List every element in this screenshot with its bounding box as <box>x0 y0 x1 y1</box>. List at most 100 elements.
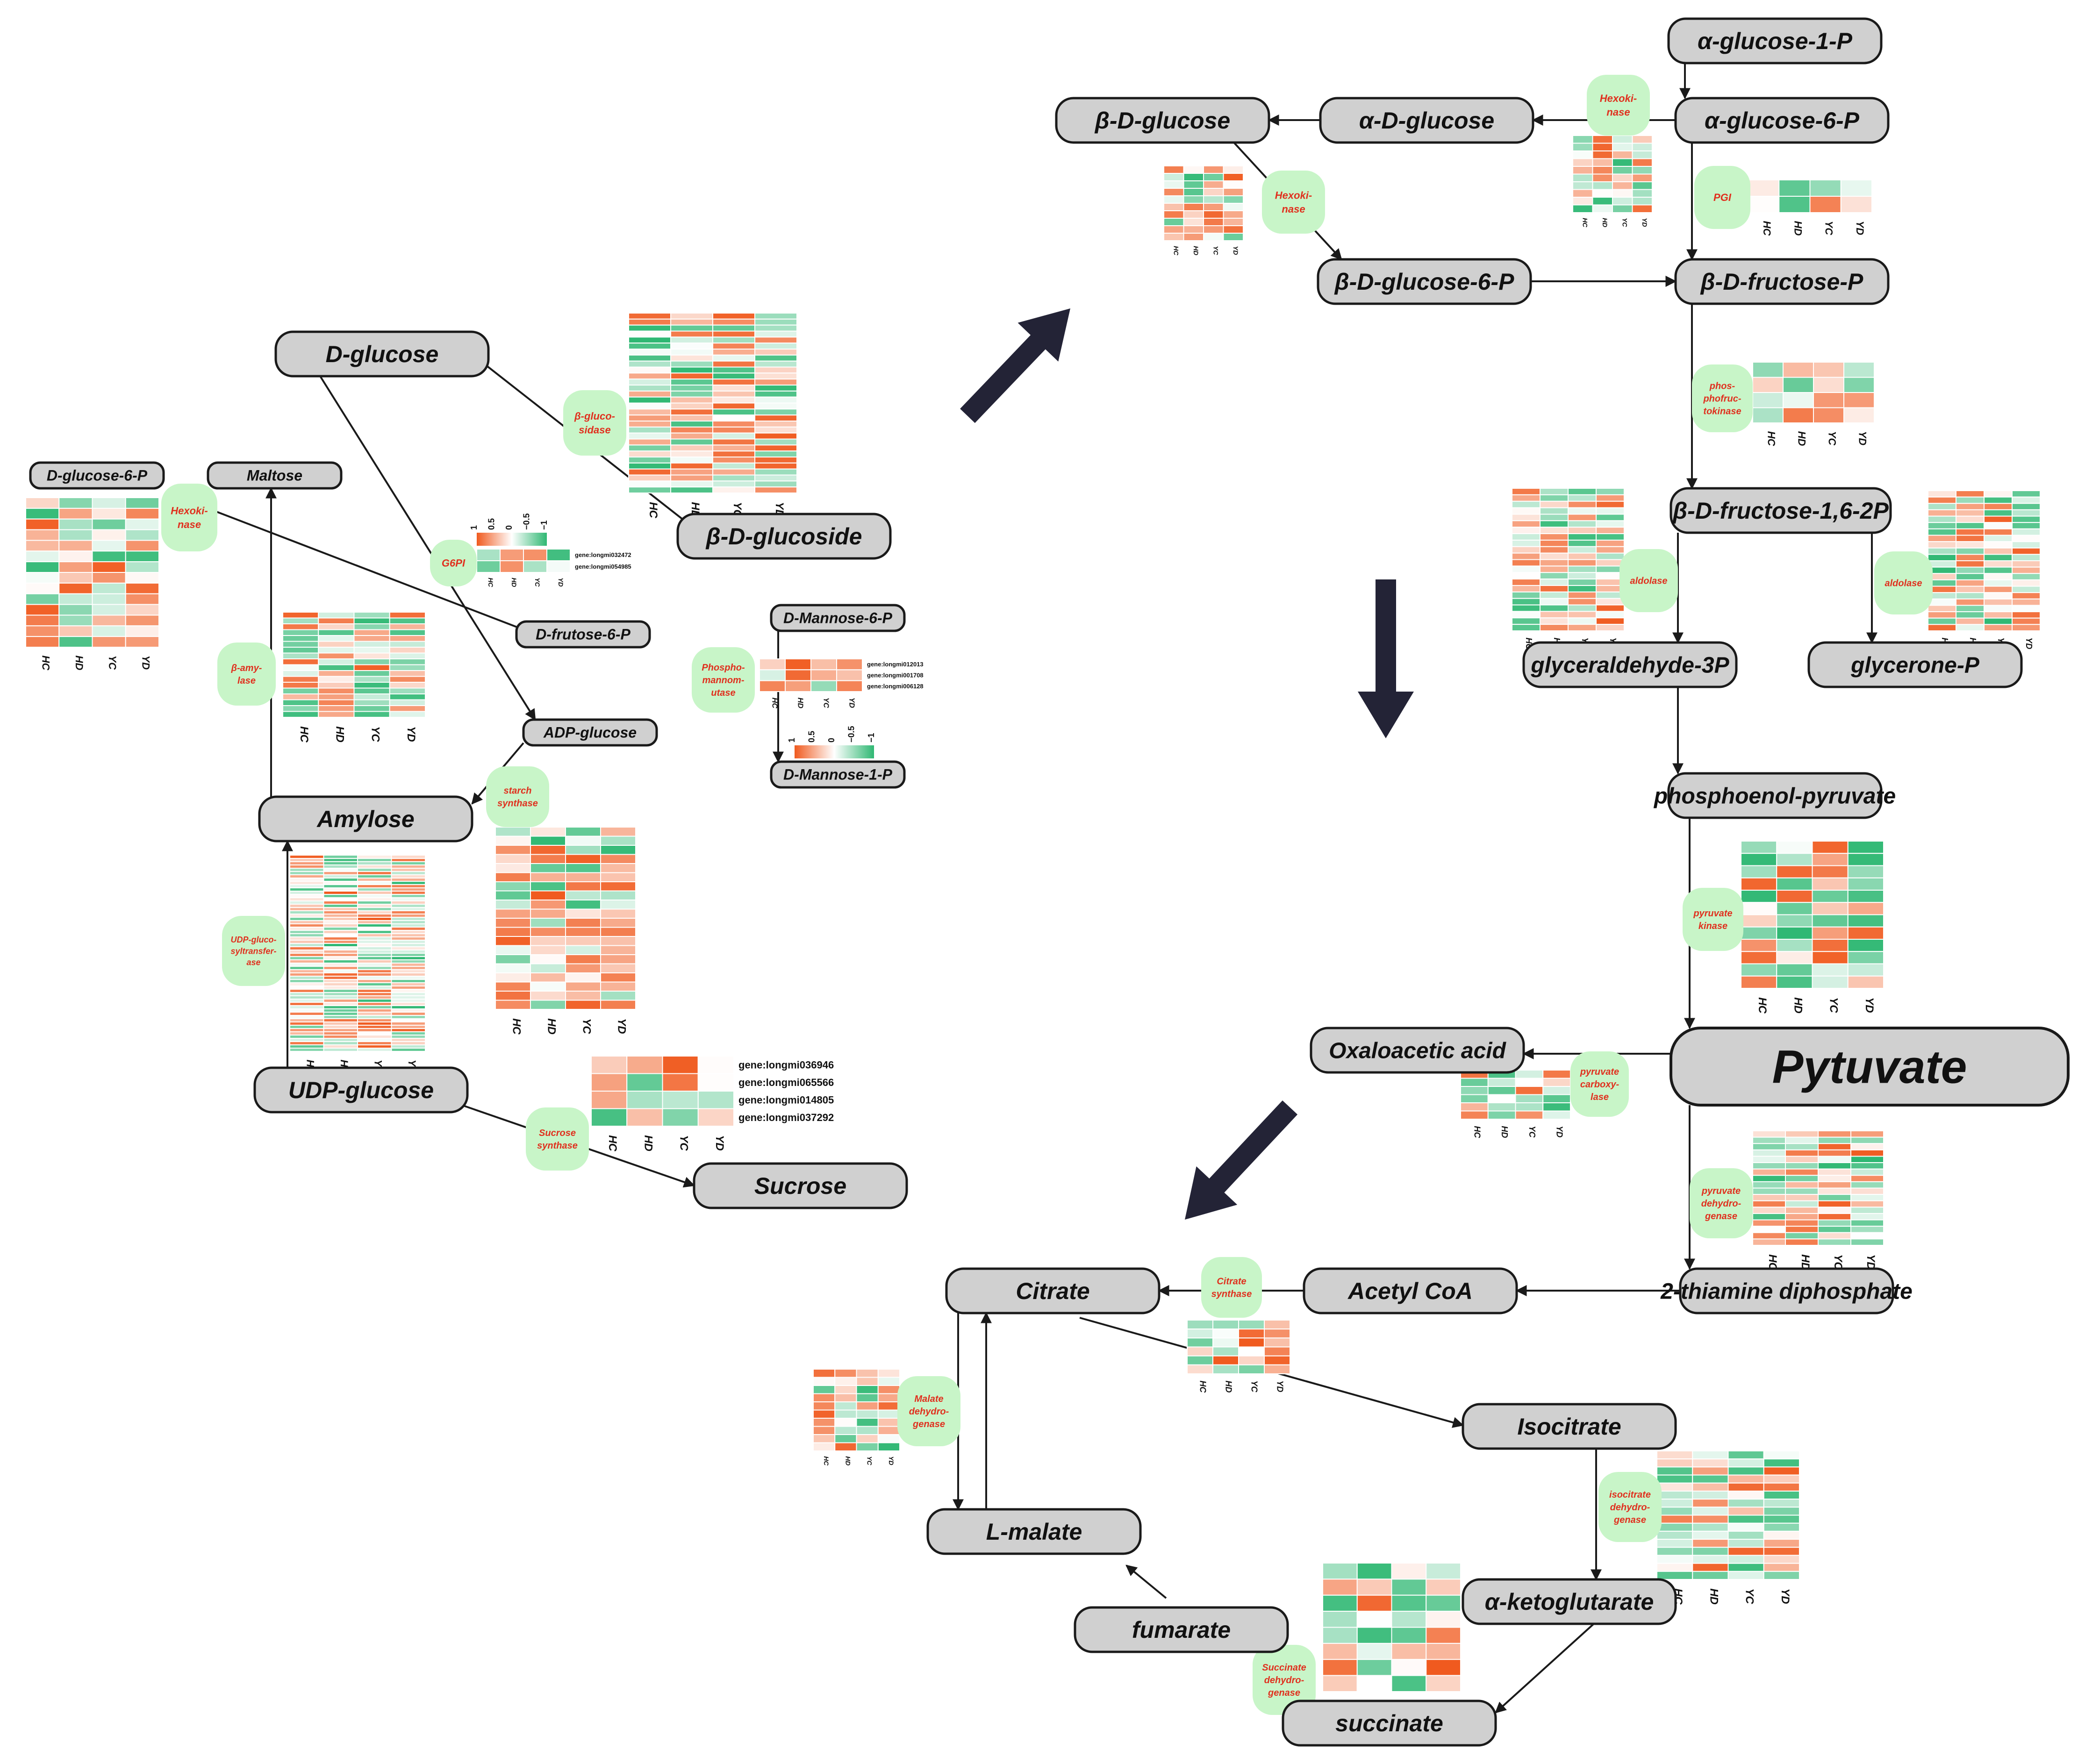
heatmap-cell <box>391 887 426 892</box>
heatmap-cell <box>323 953 358 957</box>
heatmap-cell <box>1596 514 1625 521</box>
heatmap-cell <box>318 617 355 624</box>
heatmap-cell <box>289 1012 324 1016</box>
heatmap-column-label: HD <box>796 698 804 709</box>
heatmap-cell <box>1568 552 1597 560</box>
node-label: Amylose <box>316 806 414 832</box>
heatmap-cell <box>1818 1187 1851 1195</box>
heatmap-cell <box>754 462 797 470</box>
heatmap-cell <box>125 518 159 530</box>
heatmap-cell <box>834 1393 857 1402</box>
heatmap-cell <box>2012 547 2041 555</box>
heatmap-cell <box>1928 515 1956 523</box>
heatmap-cell <box>318 623 355 630</box>
heatmap-cell <box>877 1385 900 1394</box>
heatmap-cell <box>1818 1207 1851 1214</box>
heatmap-cell <box>289 930 324 934</box>
heatmap-column-label: YD <box>1275 1380 1285 1392</box>
heatmap-cell <box>1850 1149 1884 1157</box>
heatmap-cell <box>600 963 636 973</box>
heatmap-cell <box>1956 611 1985 619</box>
heatmap-cell <box>323 917 358 921</box>
heatmap-cell <box>1572 204 1593 213</box>
heatmap-cell <box>357 953 392 957</box>
heatmap-cell <box>391 966 426 970</box>
heatmap-cell <box>712 468 755 476</box>
heatmap-column-label: YD <box>2024 637 2034 649</box>
heatmap-cell <box>628 336 671 344</box>
heatmap-cell <box>323 874 358 878</box>
heatmap-cell <box>1460 1110 1489 1120</box>
heatmap-cell <box>25 593 60 605</box>
heatmap-cell <box>1596 527 1625 535</box>
heatmap-cell <box>1568 527 1597 535</box>
heatmap-cell <box>1783 377 1814 393</box>
heatmap-cell <box>759 669 786 681</box>
heatmap-cell <box>1656 1474 1693 1484</box>
heatmap-cell <box>389 647 426 654</box>
heatmap-cell <box>318 711 355 718</box>
heatmap-cell <box>1928 509 1956 517</box>
heatmap-cell <box>58 604 93 616</box>
heatmap-cell <box>1212 1355 1239 1365</box>
heatmap-cell <box>1850 1181 1884 1189</box>
heatmap-cell <box>1956 566 1985 574</box>
heatmap-cell <box>1592 189 1613 198</box>
heatmap-cell <box>318 693 355 700</box>
heatmap-cell <box>323 1021 358 1026</box>
heatmap-cell <box>1391 1578 1427 1596</box>
heatmap-cell <box>323 946 358 950</box>
node-label: Oxaloacetic acid <box>1329 1038 1507 1063</box>
heatmap-cell <box>495 936 531 946</box>
heatmap-cell <box>1356 1643 1392 1660</box>
heatmap-cell <box>323 1028 358 1032</box>
heatmap-cell <box>1632 204 1653 213</box>
heatmap-cell <box>2012 617 2041 625</box>
heatmap-cell <box>628 450 671 458</box>
heatmap-cell <box>357 878 392 882</box>
heatmap-cell <box>1612 143 1633 151</box>
heatmap-cell <box>323 855 358 859</box>
heatmap-cell <box>289 999 324 1003</box>
heatmap-cell <box>628 313 671 320</box>
heatmap-cell <box>2012 586 2041 593</box>
heatmap-cell <box>58 518 93 530</box>
heatmap-cell <box>628 354 671 362</box>
heatmap-cell <box>712 349 755 356</box>
heatmap-cell <box>754 421 797 428</box>
heatmap-cell <box>1752 1149 1786 1157</box>
heatmap-cell <box>712 336 755 344</box>
heatmap-cell <box>389 676 426 683</box>
heatmap-column-label: YC <box>1621 218 1628 227</box>
heatmap-cell <box>1656 1522 1693 1532</box>
heatmap-cell <box>323 897 358 901</box>
heatmap-cell <box>1187 1346 1213 1357</box>
heatmap-cell <box>834 1401 857 1411</box>
heatmap-cell <box>1984 515 2013 523</box>
heatmap-cell <box>813 1369 836 1378</box>
node-alpha-ketoglutarate: α-ketoglutarate <box>1462 1578 1677 1625</box>
heatmap-cell <box>1984 535 2013 543</box>
node-alpha-d-glucose: α-D-glucose <box>1319 97 1534 144</box>
heatmap-cell <box>1956 579 1985 587</box>
heatmap-cell <box>1592 143 1613 151</box>
heatmap-cell <box>357 858 392 862</box>
heatmap-cell <box>1812 853 1849 866</box>
heatmap-cell <box>289 933 324 937</box>
heatmap-cell <box>856 1393 879 1402</box>
heatmap-cell <box>1741 939 1777 952</box>
flow-arrows <box>960 308 1414 1220</box>
heatmap-cell <box>1632 166 1653 175</box>
heatmap-cell <box>1542 1102 1571 1112</box>
node-label: 2-thiamine diphosphate <box>1660 1279 1913 1304</box>
heatmap-cell <box>1984 541 2013 549</box>
heatmap-cell <box>856 1442 879 1451</box>
heatmap-cell <box>1512 488 1541 495</box>
node-shape <box>1522 641 1738 688</box>
heatmap-cell <box>1460 1094 1489 1103</box>
heatmap-cell <box>877 1418 900 1427</box>
heatmap-cell <box>1356 1578 1392 1596</box>
heatmap-cell <box>1850 1213 1884 1221</box>
heatmap-cell <box>357 861 392 865</box>
